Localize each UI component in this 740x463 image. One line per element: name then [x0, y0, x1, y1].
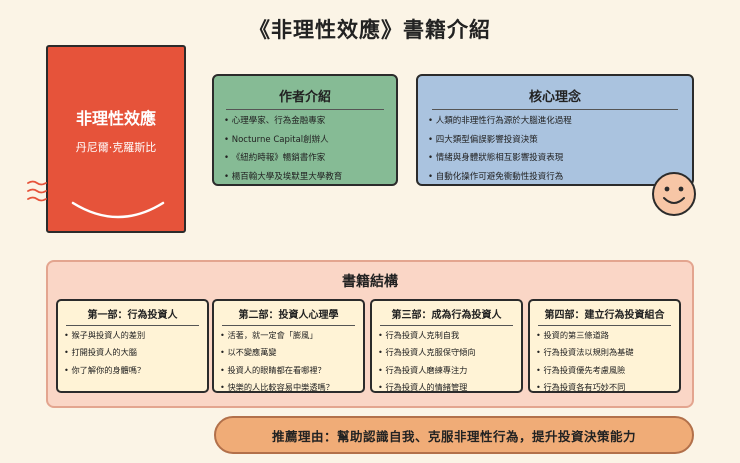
part-card-1: 第一部：行為投資人 • 猴子與投資人的差別 • 打開投資人的大腦 • 你了解你的… — [56, 299, 209, 393]
list-item: • 行為投資人的情緒管理 — [378, 381, 468, 392]
wave-lines-icon — [27, 180, 47, 202]
part-card-3: 第三部：成為行為投資人 • 行為投資人克制自我 • 行為投資人克服保守傾向 • … — [370, 299, 523, 393]
list-item: • 楊百翰大學及埃默里大學教育 — [224, 171, 343, 182]
list-item: • 心理學家、行為金融專家 — [224, 116, 326, 126]
list-item: • 行為投資法以規則為基礎 — [536, 347, 634, 358]
book-structure-panel: 書籍結構 第一部：行為投資人 • 猴子與投資人的差別 • 打開投資人的大腦 • … — [46, 260, 694, 408]
part-title: 第四部：建立行為投資組合 — [544, 310, 665, 321]
smiley-face-icon — [652, 172, 696, 216]
list-item: • 行為投資人克制自我 — [378, 330, 460, 340]
author-intro-title: 作者介紹 — [278, 90, 331, 105]
list-item: • 投資的第三條道路 — [536, 330, 609, 340]
list-item: • 《紐約時報》暢銷書作家 — [224, 153, 326, 164]
book-author: 丹尼爾·克羅斯比 — [75, 141, 157, 154]
list-item: • 投資人的眼睛都在看哪裡？ — [220, 364, 326, 375]
list-item: • 快樂的人比較容易中樂透嗎？ — [220, 381, 334, 392]
recommendation-text: 推薦理由：幫助認識自我、克服非理性行為，提升投資決策能力 — [271, 428, 636, 444]
core-concepts-list: • 人類的非理性行為源於大腦進化過程 • 四大類型偏誤影響投資決策 • 情緒與身… — [418, 116, 692, 183]
core-concepts-card: 核心理念 • 人類的非理性行為源於大腦進化過程 • 四大類型偏誤影響投資決策 •… — [416, 74, 694, 186]
list-item: • Nocturne Capital創辦人 — [224, 134, 329, 145]
list-item: • 人類的非理性行為源於大腦進化過程 — [428, 116, 572, 126]
list-item: • 行為投資各有巧妙不同 — [536, 381, 626, 392]
divider — [380, 325, 513, 326]
part-title: 第一部：行為投資人 — [87, 310, 178, 321]
list-item: • 行為投資人克服保守傾向 — [378, 347, 476, 358]
list-item: • 打開投資人的大腦 — [64, 347, 137, 358]
part-title: 第二部：投資人心理學 — [238, 310, 339, 321]
recommendation-banner: 推薦理由：幫助認識自我、克服非理性行為，提升投資決策能力 — [214, 416, 694, 454]
part-card-2: 第二部：投資人心理學 • 活著，就一定會「膨風」 • 以不變應萬變 • 投資人的… — [212, 299, 365, 393]
list-item: • 四大類型偏誤影響投資決策 — [428, 134, 538, 145]
book-cover: 非理性效應 丹尼爾·克羅斯比 — [46, 45, 186, 233]
list-item: • 行為投資人磨練專注力 — [378, 364, 468, 375]
author-intro-list: • 心理學家、行為金融專家 • Nocturne Capital創辦人 • 《紐… — [214, 116, 396, 183]
book-structure-title: 書籍結構 — [342, 274, 398, 290]
core-concepts-title: 核心理念 — [528, 90, 581, 105]
part-title: 第三部：成為行為投資人 — [391, 310, 502, 321]
divider — [538, 325, 671, 326]
list-item: • 你了解你的身體嗎？ — [64, 364, 146, 375]
author-intro-card: 作者介紹 • 心理學家、行為金融專家 • Nocturne Capital創辦人… — [212, 74, 398, 186]
list-item: • 自動化操作可避免衝動性投資行為 — [428, 171, 564, 182]
part-card-4: 第四部：建立行為投資組合 • 投資的第三條道路 • 行為投資法以規則為基礎 • … — [528, 299, 681, 393]
list-item: • 情緒與身體狀態相互影響投資表現 — [428, 153, 564, 164]
smile-curve-icon — [71, 201, 165, 219]
divider — [432, 109, 678, 110]
book-title: 非理性效應 — [75, 109, 156, 128]
divider — [222, 325, 355, 326]
list-item: • 行為投資優先考慮風險 — [536, 364, 626, 375]
page-title: 《非理性效應》書籍介紹 — [249, 18, 491, 42]
list-item: • 以不變應萬變 — [220, 347, 277, 358]
divider — [226, 109, 384, 110]
list-item: • 活著，就一定會「膨風」 — [220, 330, 318, 340]
list-item: • 猴子與投資人的差別 — [64, 330, 146, 340]
divider — [66, 325, 199, 326]
